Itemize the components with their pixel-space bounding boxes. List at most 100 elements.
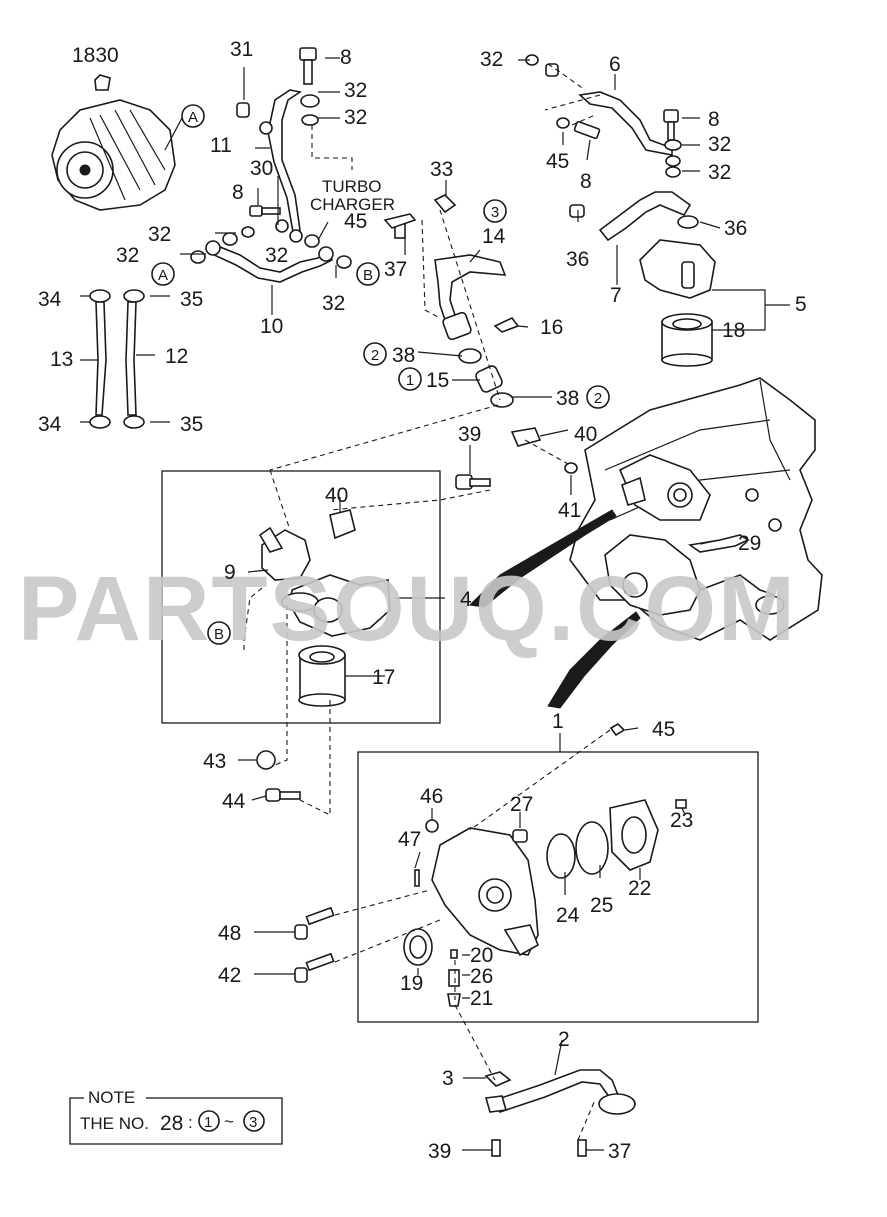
circle-marker-A1 bbox=[181, 104, 205, 128]
assembly-box-4 bbox=[161, 470, 441, 724]
note-text: THE NO. bbox=[80, 1114, 149, 1133]
part-label-41: 41 bbox=[558, 499, 581, 522]
part-label-36b: 36 bbox=[566, 248, 589, 271]
part-label-39a: 39 bbox=[458, 423, 481, 446]
part-label-32b: 32 bbox=[344, 106, 367, 129]
oil-pipe-11 bbox=[259, 89, 303, 243]
note-circle-start bbox=[198, 1110, 220, 1132]
part-label-22: 22 bbox=[628, 877, 651, 900]
part-label-8b: 8 bbox=[232, 181, 244, 204]
part-label-30: 30 bbox=[250, 157, 273, 180]
circle-marker-label-A1: A bbox=[188, 109, 198, 126]
turbo-label-line1: TURBO bbox=[322, 177, 382, 196]
part-label-38b: 38 bbox=[556, 387, 579, 410]
part-label-46: 46 bbox=[420, 785, 443, 808]
part-label-20: 20 bbox=[470, 944, 493, 967]
watermark: PARTSOUQ.COM bbox=[18, 558, 797, 660]
part-label-5: 5 bbox=[795, 293, 807, 316]
part-label-29: 29 bbox=[738, 532, 761, 555]
part-label-40a: 40 bbox=[574, 423, 597, 446]
part-label-37b: 37 bbox=[608, 1140, 631, 1163]
part-label-34a: 34 bbox=[38, 288, 62, 311]
part-label-31: 31 bbox=[230, 38, 253, 61]
circle-marker-c2b bbox=[586, 385, 610, 409]
circle-marker-label-B1: B bbox=[214, 626, 224, 643]
bracket-parts bbox=[329, 427, 578, 540]
part-label-12: 12 bbox=[165, 345, 188, 368]
part-label-17: 17 bbox=[372, 666, 395, 689]
part-label-16: 16 bbox=[540, 316, 563, 339]
note-title-bg bbox=[84, 1088, 146, 1106]
circle-marker-B2 bbox=[356, 262, 380, 286]
assembly-box-1 bbox=[357, 751, 759, 1023]
circle-marker-label-c3: 3 bbox=[491, 204, 499, 221]
part-label-8d: 8 bbox=[580, 170, 592, 193]
part-label-48: 48 bbox=[218, 922, 241, 945]
part-label-10: 10 bbox=[260, 315, 283, 338]
part-label-8a: 8 bbox=[340, 46, 352, 69]
oil-pump-assembly bbox=[294, 723, 687, 1007]
circle-marker-label-c2a: 2 bbox=[371, 347, 379, 364]
part-label-45c: 45 bbox=[652, 718, 675, 741]
part-label-35b: 35 bbox=[180, 413, 203, 436]
note-number: 28 bbox=[160, 1112, 183, 1135]
circle-marker-label-A2: A bbox=[158, 267, 168, 284]
part-label-32g: 32 bbox=[480, 48, 503, 71]
part-label-32a: 32 bbox=[344, 79, 367, 102]
leader-lines bbox=[80, 57, 790, 1151]
note-range-start: 1 bbox=[204, 1114, 212, 1131]
part-label-6: 6 bbox=[609, 53, 621, 76]
part-label-27: 27 bbox=[510, 793, 533, 816]
part-label-25: 25 bbox=[590, 894, 613, 917]
part-label-47: 47 bbox=[398, 828, 421, 851]
part-label-42: 42 bbox=[218, 964, 241, 987]
part-label-33: 33 bbox=[430, 158, 453, 181]
part-label-8c: 8 bbox=[708, 108, 720, 131]
circle-marker-c2a bbox=[363, 342, 387, 366]
note-separator: : bbox=[188, 1113, 193, 1132]
part-label-2: 2 bbox=[558, 1028, 570, 1051]
oil-return-assembly bbox=[383, 194, 520, 408]
part-label-44: 44 bbox=[222, 790, 246, 813]
circle-marker-label-c1: 1 bbox=[406, 372, 414, 389]
part-label-38a: 38 bbox=[392, 344, 415, 367]
part-label-32d: 32 bbox=[116, 244, 139, 267]
note-range-sep: ~ bbox=[224, 1112, 234, 1131]
part-label-39b: 39 bbox=[428, 1140, 451, 1163]
circle-marker-label-B2: B bbox=[363, 267, 373, 284]
pointer-wedge-1 bbox=[547, 611, 641, 709]
turbo-feed-assembly bbox=[525, 54, 716, 367]
circle-marker-c3 bbox=[483, 199, 507, 223]
bolt-parts-43-44 bbox=[256, 750, 301, 802]
turbo-label-line2: CHARGER bbox=[310, 195, 395, 214]
part-label-32f: 32 bbox=[322, 292, 345, 315]
note-box bbox=[69, 1097, 283, 1145]
part-label-14: 14 bbox=[482, 225, 506, 248]
oil-strainer bbox=[484, 1069, 636, 1157]
part-label-15: 15 bbox=[426, 369, 449, 392]
part-label-45a: 45 bbox=[344, 210, 367, 233]
note-title: NOTE bbox=[88, 1088, 135, 1107]
part-label-4: 4 bbox=[460, 588, 472, 611]
part-label-32h: 32 bbox=[708, 133, 731, 156]
part-label-26: 26 bbox=[470, 965, 493, 988]
hose-12 bbox=[123, 289, 145, 429]
note-range-end: 3 bbox=[249, 1114, 257, 1131]
part-label-32i: 32 bbox=[708, 161, 731, 184]
engine-block bbox=[569, 377, 823, 641]
alternator bbox=[51, 74, 183, 211]
part-label-19: 19 bbox=[400, 972, 423, 995]
part-label-21: 21 bbox=[470, 987, 493, 1010]
part-label-37a: 37 bbox=[384, 258, 407, 281]
circle-marker-c1 bbox=[398, 367, 422, 391]
part-label-40b: 40 bbox=[325, 484, 348, 507]
hose-13 bbox=[89, 289, 111, 429]
circle-marker-B1 bbox=[207, 621, 231, 645]
part-label-35a: 35 bbox=[180, 288, 203, 311]
oil-tube-10 bbox=[205, 240, 334, 283]
part-label-32c: 32 bbox=[148, 223, 171, 246]
